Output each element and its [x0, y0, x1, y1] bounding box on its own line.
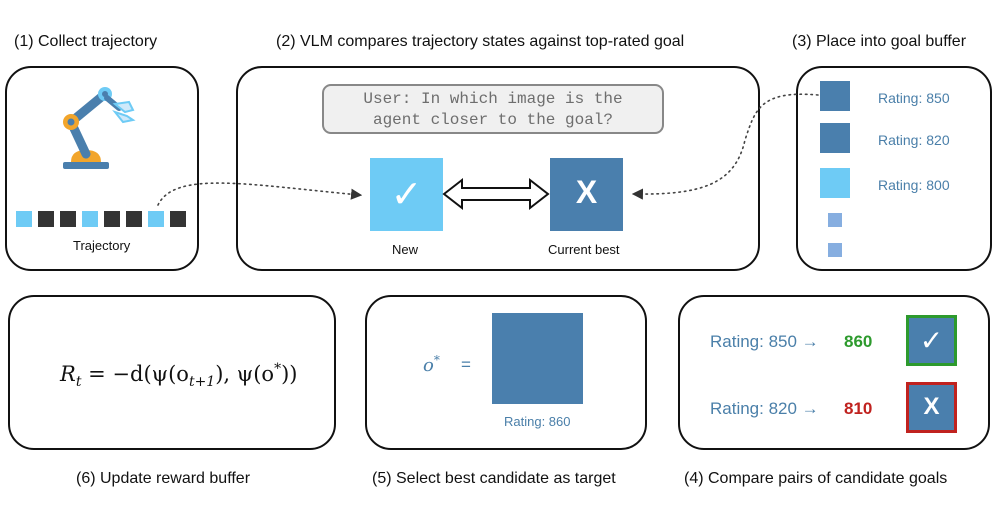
step-3-title: (3) Place into goal buffer	[792, 33, 967, 50]
step-4-title: (4) Compare pairs of candidate goals	[684, 470, 948, 487]
pair-1-image: ✓	[906, 315, 957, 366]
select-target-panel: o* = Rating: 860	[365, 295, 647, 450]
step-1-title: (1) Collect trajectory	[14, 33, 158, 50]
pair-1-before: Rating: 850 →	[710, 332, 819, 351]
reward-next-subscript: t+1	[188, 374, 216, 391]
prompt-line-2: agent closer to the goal?	[372, 111, 614, 129]
goal-buffer-image-1	[820, 81, 850, 111]
target-goal-image	[492, 313, 583, 404]
current-best-label: Current best	[548, 242, 620, 257]
robot-arm-icon	[63, 87, 136, 169]
collect-panel: Trajectory	[5, 66, 199, 271]
vlm-compare-panel: User: In which image is the agent closer…	[236, 66, 760, 271]
goal-buffer-image-3	[820, 168, 850, 198]
goal-buffer-rating-1: Rating: 850	[878, 90, 950, 106]
step-2-title: (2) VLM compares trajectory states again…	[276, 33, 685, 50]
compare-pairs-panel: Rating: 850 → 860 ✓ Rating: 820 → 810 X	[678, 295, 990, 450]
target-equals: =	[461, 355, 471, 374]
new-state-image: ✓	[370, 158, 443, 231]
trajectory-frame	[38, 211, 54, 227]
goal-buffer-image-2	[820, 123, 850, 153]
step-5-title: (5) Select best candidate as target	[372, 470, 616, 487]
goal-buffer-rating-2: Rating: 820	[878, 132, 950, 148]
pair-2-after: 810	[844, 399, 873, 418]
check-icon: ✓	[390, 172, 423, 216]
new-label: New	[392, 242, 419, 257]
reward-equation: Rt = −d(ψ(ot+1), ψ(o*))	[60, 361, 297, 390]
reward-symbol: R	[60, 362, 76, 386]
double-arrow-icon	[442, 177, 550, 211]
reward-part-1: = −d(ψ(o	[81, 362, 189, 386]
cross-icon: X	[575, 174, 598, 210]
reward-subscript: t	[75, 374, 82, 391]
trajectory-frame	[148, 211, 164, 227]
trajectory-to-new-connector	[157, 182, 363, 206]
pair-2-before: Rating: 820 →	[710, 399, 819, 418]
reward-panel: Rt = −d(ψ(ot+1), ψ(o*))	[8, 295, 336, 450]
pair-2-image: X	[906, 382, 957, 433]
trajectory-frame	[126, 211, 142, 227]
step-6-title: (6) Update reward buffer	[76, 470, 251, 487]
trajectory-frame	[16, 211, 32, 227]
goal-buffer-panel: Rating: 850 Rating: 820 Rating: 800	[796, 66, 992, 271]
reward-goal-superscript: *	[274, 361, 282, 377]
goal-buffer-image-5	[828, 243, 842, 257]
trajectory-label: Trajectory	[73, 238, 131, 253]
check-icon: ✓	[919, 324, 944, 357]
cross-icon: X	[923, 393, 940, 420]
prompt-line-1: User: In which image is the	[363, 90, 623, 108]
reward-part-2: ), ψ(o	[215, 362, 275, 386]
pair-1-after: 860	[844, 332, 873, 351]
target-rating: Rating: 860	[504, 414, 571, 429]
current-best-image: X	[550, 158, 623, 231]
trajectory-frame	[104, 211, 120, 227]
goal-buffer-rating-3: Rating: 800	[878, 177, 950, 193]
trajectory-frame	[82, 211, 98, 227]
buffer-to-best-connector	[631, 93, 819, 200]
target-symbol: o*	[423, 353, 440, 376]
vlm-prompt-box: User: In which image is the agent closer…	[322, 84, 664, 134]
target-o: o	[423, 355, 434, 376]
trajectory-frame	[170, 211, 186, 227]
target-star: *	[433, 353, 440, 367]
reward-part-3: ))	[281, 362, 298, 386]
goal-buffer-image-4	[828, 213, 842, 227]
trajectory-frame	[60, 211, 76, 227]
